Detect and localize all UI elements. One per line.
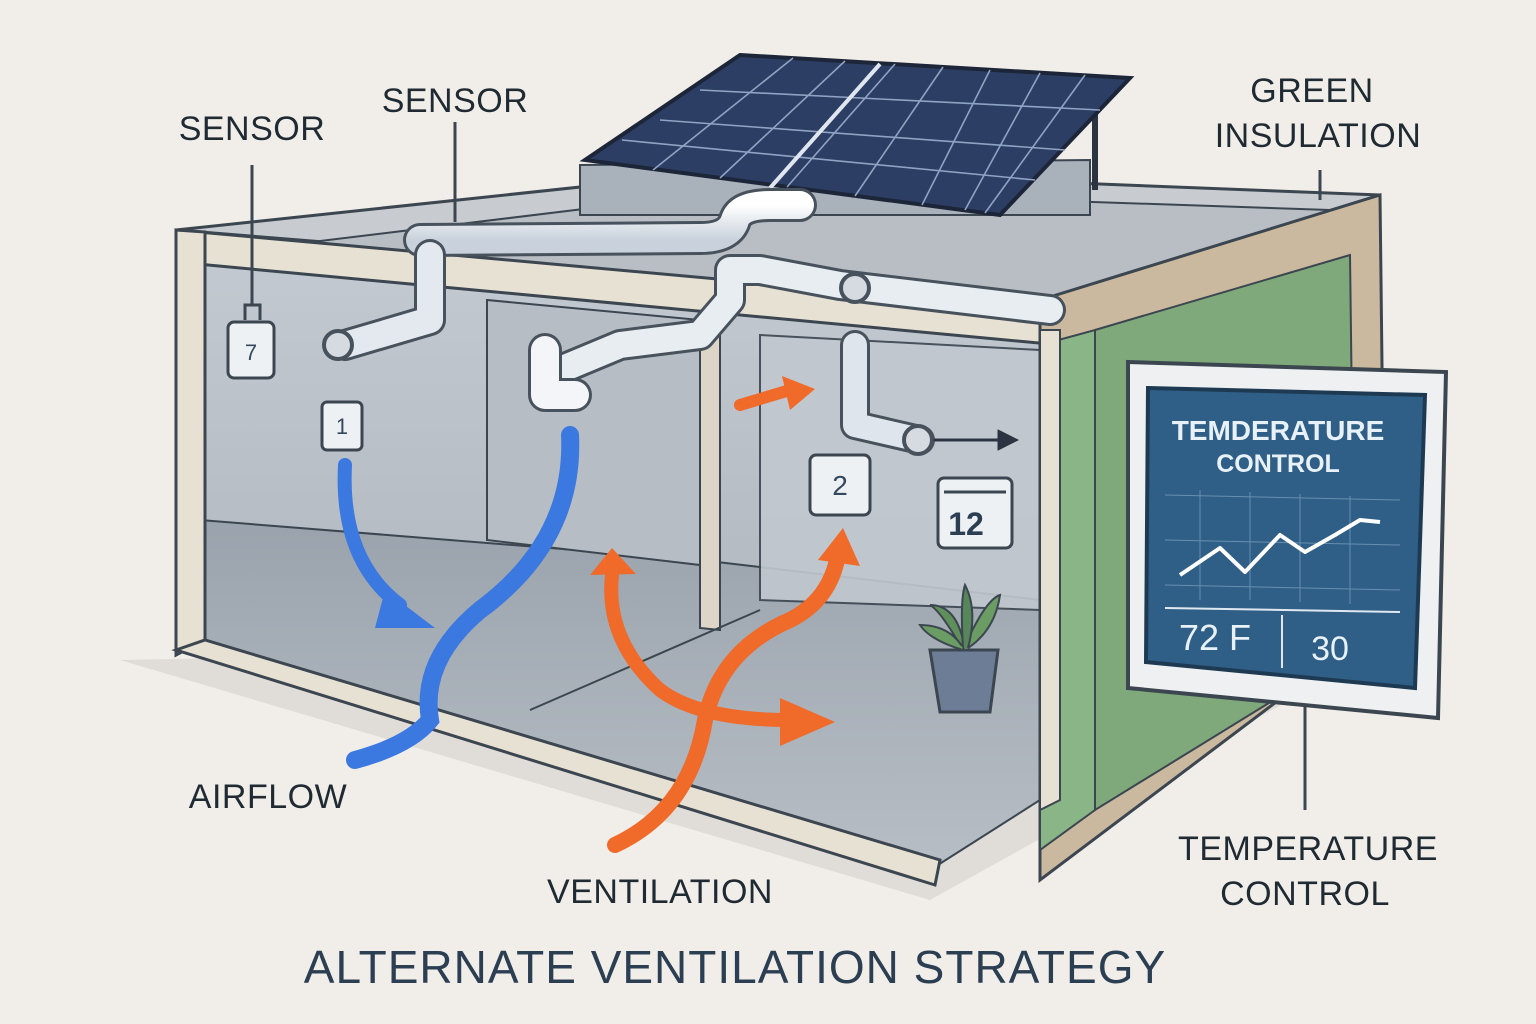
slab-edge	[171, 638, 942, 887]
ducts	[322, 188, 1066, 456]
label-temperature-control-line2: CONTROL	[1220, 875, 1390, 913]
label-ventilation: VENTILATION	[547, 873, 773, 911]
sensor-devices: 7 1 2 12	[226, 303, 1014, 550]
label-green-insulation-line1: GREEN	[1250, 72, 1373, 110]
airflow-arrows	[337, 426, 580, 769]
label-sensor-right: SENSOR	[382, 82, 529, 120]
duct-arrow-head	[997, 429, 1019, 451]
floor-seam	[529, 609, 761, 711]
plant-pot	[928, 648, 1000, 714]
diagram-title: ALTERNATE VENTILATION STRATEGY	[304, 941, 1166, 993]
sensor-box-1-tag: 1	[336, 414, 348, 439]
plant	[918, 582, 1002, 714]
partition-wall-edge	[699, 318, 721, 632]
duct-collar-top	[839, 272, 871, 304]
ventilation-arrow-left	[604, 568, 797, 727]
panel-chart-grid	[1164, 490, 1401, 604]
left-post	[174, 228, 207, 658]
sensor-box-12-tag: 12	[948, 506, 984, 542]
panel-trend-line	[1178, 518, 1381, 577]
panel-temperature-readout: 72 F	[1179, 617, 1251, 658]
label-green-insulation-line2: INSULATION	[1215, 117, 1422, 155]
sensor-box-1	[320, 400, 364, 452]
ventilation-arrow-top	[734, 384, 796, 411]
wall-sensor-tag: 7	[245, 340, 257, 365]
panel-title-line2: CONTROL	[1216, 450, 1340, 478]
temperature-panel: TEMDERATURE CONTROL 72 F 30	[1126, 359, 1449, 721]
partition-right	[759, 333, 1041, 612]
ventilation-arrow-right	[607, 547, 846, 853]
panel-title-line1: TEMDERATURE	[1172, 415, 1385, 446]
label-sensor-left: SENSOR	[179, 110, 326, 148]
label-temperature-control-line1: TEMPERATURE	[1178, 830, 1438, 868]
duct-collar-left	[322, 329, 354, 361]
duct-collar-right	[902, 424, 934, 456]
sensor-box-2-tag: 2	[832, 470, 848, 501]
label-airflow: AIRFLOW	[189, 778, 347, 816]
airflow-arrow-long	[346, 426, 580, 769]
leader-lines	[250, 122, 1322, 810]
front-post-right	[1039, 329, 1061, 812]
solar-panel	[579, 52, 1135, 218]
ventilation-arrows	[590, 376, 860, 853]
solar-divider	[768, 62, 882, 190]
solar-grid	[621, 57, 1101, 214]
wall-sensor-box	[226, 320, 276, 380]
panel-value-readout: 30	[1311, 630, 1349, 668]
sensor-box-12	[936, 476, 1014, 550]
sensor-box-2	[808, 453, 872, 517]
